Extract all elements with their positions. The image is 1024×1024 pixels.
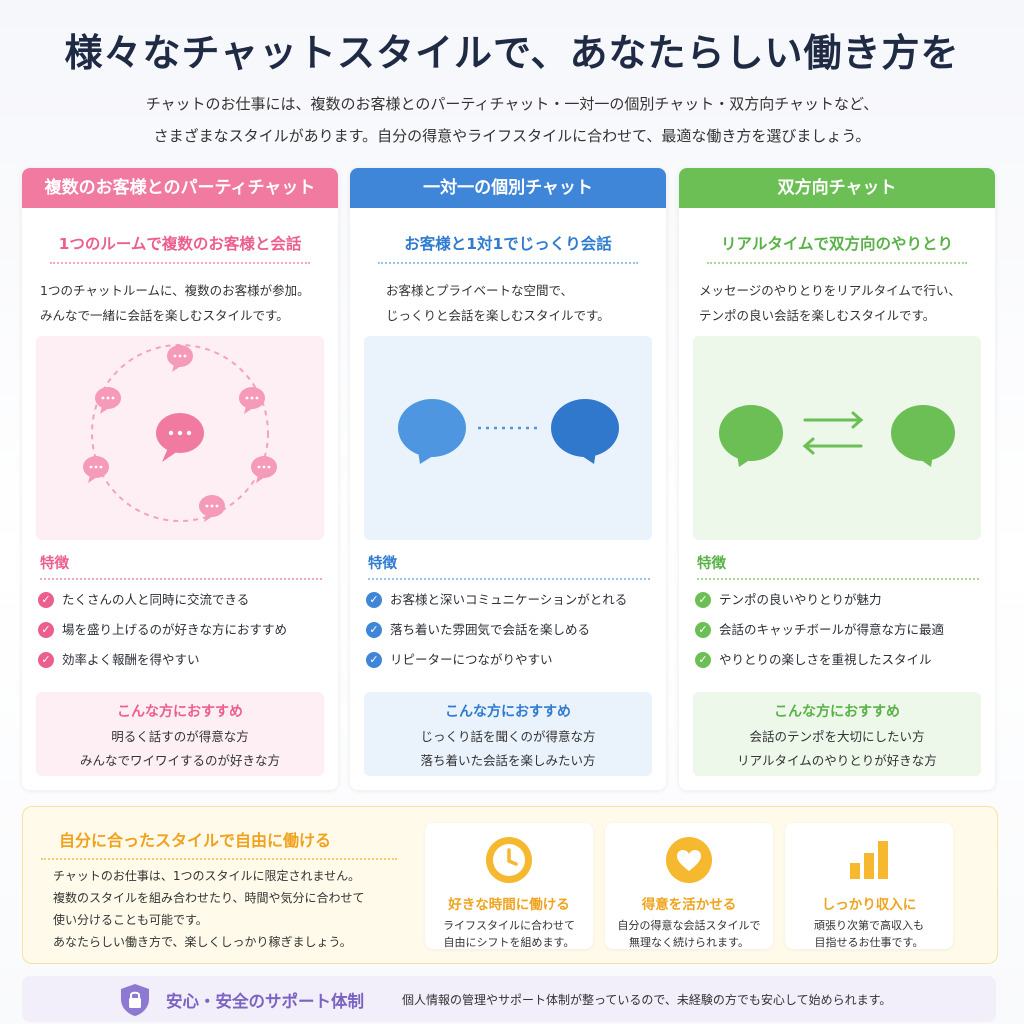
card-subtitle: 1つのルームで複数のお客様と会話 — [50, 232, 310, 264]
one-on-one-illustration — [364, 336, 652, 540]
recommendation-line: リアルタイムのやりとりが好きな方 — [737, 753, 937, 768]
benefit-text: ライフスタイルに合わせて 自由にシフトを組めます。 — [443, 919, 575, 949]
benefit-text: 頑張り次第で高収入も 目指せるお仕事です。 — [814, 919, 924, 949]
feature-item: ✓場を盛り上げるのが好きな方におすすめ — [38, 618, 338, 648]
features-list: ✓テンポの良いやりとりが魅力 ✓会話のキャッチボールが得意な方に最適 ✓やりとり… — [695, 588, 995, 678]
card-description: メッセージのやりとりをリアルタイムで行い、 テンポの良い会話を楽しむスタイルです… — [699, 278, 995, 328]
card-header: 複数のお客様とのパーティチャット — [22, 168, 338, 208]
support-text: 個人情報の管理やサポート体制が整っているので、未経験の方でも安心して始められます… — [402, 993, 892, 1007]
free-style-text: チャットのお仕事は、1つのスタイルに限定されません。 複数のスタイルを組み合わせ… — [53, 865, 365, 953]
feature-item: ✓たくさんの人と同時に交流できる — [38, 588, 338, 618]
benefit-title: 得意を活かせる — [641, 897, 737, 913]
swap-arrows-icon — [802, 411, 864, 455]
benefit-card: 得意を活かせる 自分の得意な会話スタイルで 無理なく続けられます。 — [605, 823, 773, 949]
recommendation-title: こんな方におすすめ — [117, 704, 243, 720]
card-description: お客様とプライベートな空間で、 じっくりと会話を楽しむスタイルです。 — [386, 278, 666, 328]
check-icon: ✓ — [38, 652, 54, 668]
chat-bubble-icon — [891, 405, 955, 467]
check-icon: ✓ — [366, 592, 382, 608]
text-line: チャットのお仕事は、1つのスタイルに限定されません。 — [53, 869, 361, 883]
recommendation-title: こんな方におすすめ — [774, 704, 900, 720]
feature-item: ✓効率よく報酬を得やすい — [38, 648, 338, 678]
recommendation-line: じっくり話を聞くのが得意な方 — [420, 729, 596, 744]
features-list: ✓お客様と深いコミュニケーションがとれる ✓落ち着いた雰囲気で会話を楽しめる ✓… — [366, 588, 666, 678]
clock-icon — [486, 837, 532, 883]
shield-check-icon — [121, 984, 149, 1016]
card-party-chat: 複数のお客様とのパーティチャット 1つのルームで複数のお客様と会話 1つのチャッ… — [22, 168, 338, 790]
feature-item: ✓やりとりの楽しさを重視したスタイル — [695, 648, 995, 678]
check-icon: ✓ — [38, 592, 54, 608]
chat-bubble-icon — [398, 399, 466, 464]
recommendation-box: こんな方におすすめ じっくり話を聞くのが得意な方 落ち着いた会話を楽しみたい方 — [364, 692, 652, 776]
card-description: 1つのチャットルームに、複数のお客様が参加。 みんなで一緒に会話を楽しむスタイル… — [40, 278, 338, 328]
desc-line: テンポの良い会話を楽しむスタイルです。 — [699, 308, 936, 323]
benefit-card: しっかり収入に 頑張り次第で高収入も 目指せるお仕事です。 — [785, 823, 953, 949]
desc-line: メッセージのやりとりをリアルタイムで行い、 — [699, 283, 961, 298]
text-line: 使い分けることも可能です。 — [53, 913, 208, 927]
recommendation-title: こんな方におすすめ — [445, 704, 571, 720]
card-header: 双方向チャット — [679, 168, 995, 208]
feature-item: ✓テンポの良いやりとりが魅力 — [695, 588, 995, 618]
intro-text: チャットのお仕事には、複数のお客様とのパーティチャット・一対一の個別チャット・双… — [0, 88, 1024, 152]
feature-item: ✓お客様と深いコミュニケーションがとれる — [366, 588, 666, 618]
support-title: 安心・安全のサポート体制 — [166, 992, 364, 1011]
features-title: 特徴 — [697, 552, 979, 580]
recommendation-box: こんな方におすすめ 会話のテンポを大切にしたい方 リアルタイムのやりとりが好きな… — [693, 692, 981, 776]
check-icon: ✓ — [366, 622, 382, 638]
recommendation-line: 落ち着いた会話を楽しみたい方 — [420, 753, 596, 768]
check-icon: ✓ — [366, 652, 382, 668]
intro-line: チャットのお仕事には、複数のお客様とのパーティチャット・一対一の個別チャット・双… — [145, 95, 879, 113]
support-banner: 安心・安全のサポート体制 個人情報の管理やサポート体制が整っているので、未経験の… — [22, 976, 996, 1022]
desc-line: じっくりと会話を楽しむスタイルです。 — [386, 308, 610, 323]
party-chat-illustration — [36, 336, 324, 540]
card-two-way-chat: 双方向チャット リアルタイムで双方向のやりとり メッセージのやりとりをリアルタイ… — [679, 168, 995, 790]
feature-item: ✓落ち着いた雰囲気で会話を楽しめる — [366, 618, 666, 648]
recommendation-line: 明るく話すのが得意な方 — [111, 729, 249, 744]
feature-item: ✓会話のキャッチボールが得意な方に最適 — [695, 618, 995, 648]
desc-line: みんなで一緒に会話を楽しむスタイルです。 — [40, 308, 289, 323]
text-line: あなたらしい働き方で、楽しくしっかり稼ぎましょう。 — [53, 935, 352, 949]
card-subtitle: リアルタイムで双方向のやりとり — [707, 232, 967, 264]
benefit-text: 自分の得意な会話スタイルで 無理なく続けられます。 — [617, 919, 761, 949]
intro-line: さまざまなスタイルがあります。自分の得意やライフスタイルに合わせて、最適な働き方… — [153, 127, 871, 145]
desc-line: 1つのチャットルームに、複数のお客様が参加。 — [40, 283, 310, 298]
card-one-on-one-chat: 一対一の個別チャット お客様と1対1でじっくり会話 お客様とプライベートな空間で… — [350, 168, 666, 790]
bar-chart-icon — [850, 841, 888, 879]
feature-item: ✓リピーターにつながりやすい — [366, 648, 666, 678]
features-title: 特徴 — [368, 552, 650, 580]
card-header: 一対一の個別チャット — [350, 168, 666, 208]
check-icon: ✓ — [695, 622, 711, 638]
features-title: 特徴 — [40, 552, 322, 580]
benefit-title: 好きな時間に働ける — [448, 897, 570, 913]
text-line: 複数のスタイルを組み合わせたり、時間や気分に合わせて — [53, 891, 365, 905]
check-icon: ✓ — [695, 592, 711, 608]
recommendation-box: こんな方におすすめ 明るく話すのが得意な方 みんなでワイワイするのが好きな方 — [36, 692, 324, 776]
benefit-card: 好きな時間に働ける ライフスタイルに合わせて 自由にシフトを組めます。 — [425, 823, 593, 949]
page-title: 様々なチャットスタイルで、あなたらしい働き方を — [64, 31, 960, 75]
heart-icon — [666, 837, 712, 883]
free-style-title: 自分に合ったスタイルで自由に働ける — [41, 827, 397, 860]
recommendation-line: みんなでワイワイするのが好きな方 — [79, 753, 280, 768]
recommendation-line: 会話のテンポを大切にしたい方 — [749, 729, 925, 744]
check-icon: ✓ — [695, 652, 711, 668]
two-way-illustration — [693, 336, 981, 540]
features-list: ✓たくさんの人と同時に交流できる ✓場を盛り上げるのが好きな方におすすめ ✓効率… — [38, 588, 338, 678]
desc-line: お客様とプライベートな空間で、 — [386, 283, 574, 298]
chat-bubble-icon — [719, 405, 783, 467]
card-subtitle: お客様と1対1でじっくり会話 — [378, 232, 638, 264]
chat-bubble-icon — [156, 413, 204, 462]
benefit-title: しっかり収入に — [821, 897, 917, 913]
free-style-section: 自分に合ったスタイルで自由に働ける チャットのお仕事は、1つのスタイルに限定され… — [22, 806, 998, 964]
check-icon: ✓ — [38, 622, 54, 638]
chat-bubble-icon — [551, 399, 619, 464]
